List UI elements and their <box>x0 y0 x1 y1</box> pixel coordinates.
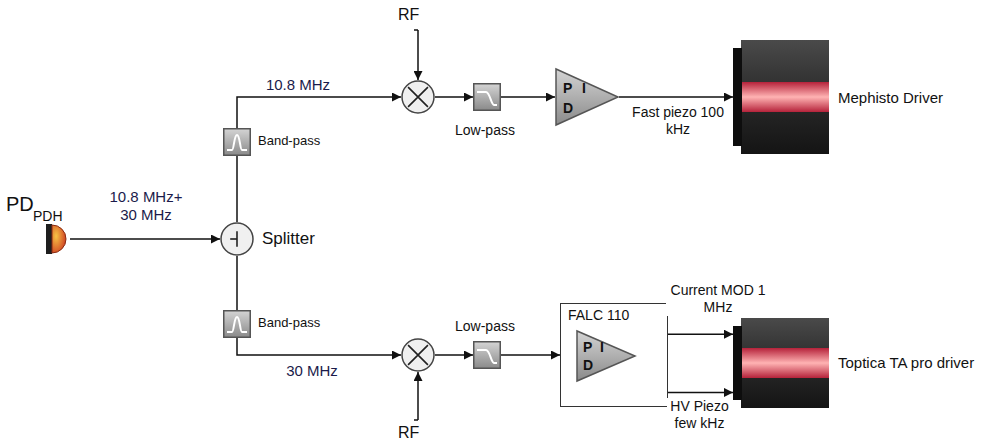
splitter-symbol: Splitter <box>220 222 254 256</box>
low-pass-filter: Low-pass <box>473 341 501 369</box>
photodiode: PDPDH <box>46 224 70 254</box>
band-pass-filter-outline <box>223 310 251 338</box>
signal-connector <box>70 238 220 240</box>
laser-head: Mephisto Driver <box>733 40 829 154</box>
signal-connector <box>501 354 560 356</box>
signal-connector <box>237 338 401 355</box>
filter-label: Band-pass <box>258 134 320 149</box>
signal-connector <box>237 97 401 128</box>
signal-connector <box>668 333 733 335</box>
signal-connector <box>501 96 555 98</box>
pid-letter: I <box>582 80 586 96</box>
band-pass-filter: Band-pass <box>223 310 251 338</box>
signal-connector <box>619 96 733 98</box>
pid-controller: PID <box>576 330 636 382</box>
pid-controller: PID <box>555 68 619 126</box>
rf-input-arrow <box>417 30 419 80</box>
pid-letter: I <box>600 339 604 355</box>
signal-connector <box>668 392 733 394</box>
laser-label: Toptica TA pro driver <box>838 354 974 371</box>
band-pass-filter: Band-pass <box>223 128 251 156</box>
splitter-symbol-outline <box>220 222 254 256</box>
servo-name: FALC 110 <box>568 307 629 323</box>
pid-letter: P <box>563 80 572 96</box>
pid-letter: D <box>563 100 573 116</box>
low-pass-filter-outline <box>473 341 501 369</box>
signal-connector <box>435 354 473 356</box>
signal-label: Fast piezo 100 kHz <box>630 104 726 138</box>
splitter-label: Splitter <box>262 229 315 249</box>
pid-letter: P <box>583 339 592 355</box>
signal-label: 30 MHz <box>280 362 344 380</box>
signal-label: 10.8 MHz+ 30 MHz <box>100 188 192 224</box>
low-pass-filter: Low-pass <box>473 83 501 111</box>
signal-connector <box>236 256 238 310</box>
mixer-symbol: RF <box>401 80 435 114</box>
laser-head-outline <box>733 40 829 154</box>
laser-label: Mephisto Driver <box>838 89 943 106</box>
pid-controller-outline <box>576 330 636 382</box>
laser-head-outline <box>733 318 829 408</box>
mixer-symbol-outline <box>401 338 435 372</box>
pid-letter: D <box>583 357 593 373</box>
filter-label: Low-pass <box>455 318 515 334</box>
laser-head: Toptica TA pro driver <box>733 318 829 408</box>
signal-label: 10.8 MHz <box>258 76 338 94</box>
servo-box: PID FALC 110 <box>560 303 668 407</box>
rf-input-arrow <box>417 372 419 420</box>
rf-input-label: RF <box>398 6 419 24</box>
detector-name: PD <box>6 193 34 216</box>
mixer-symbol: RF <box>401 338 435 372</box>
photodiode-outline <box>46 224 70 254</box>
detector-subscript: PDH <box>33 208 63 224</box>
rf-input-lead <box>414 29 418 31</box>
pid-controller-outline <box>555 68 619 126</box>
signal-connector <box>435 96 473 98</box>
signal-label: Current MOD 1 MHz <box>666 282 770 316</box>
band-pass-filter-outline <box>223 128 251 156</box>
rf-input-label: RF <box>398 424 419 442</box>
signal-label: HV Piezo few kHz <box>667 398 732 432</box>
filter-label: Band-pass <box>258 316 320 331</box>
rf-input-lead <box>414 419 418 421</box>
low-pass-filter-outline <box>473 83 501 111</box>
mixer-symbol-outline <box>401 80 435 114</box>
signal-connector <box>236 156 238 222</box>
filter-label: Low-pass <box>455 122 515 138</box>
